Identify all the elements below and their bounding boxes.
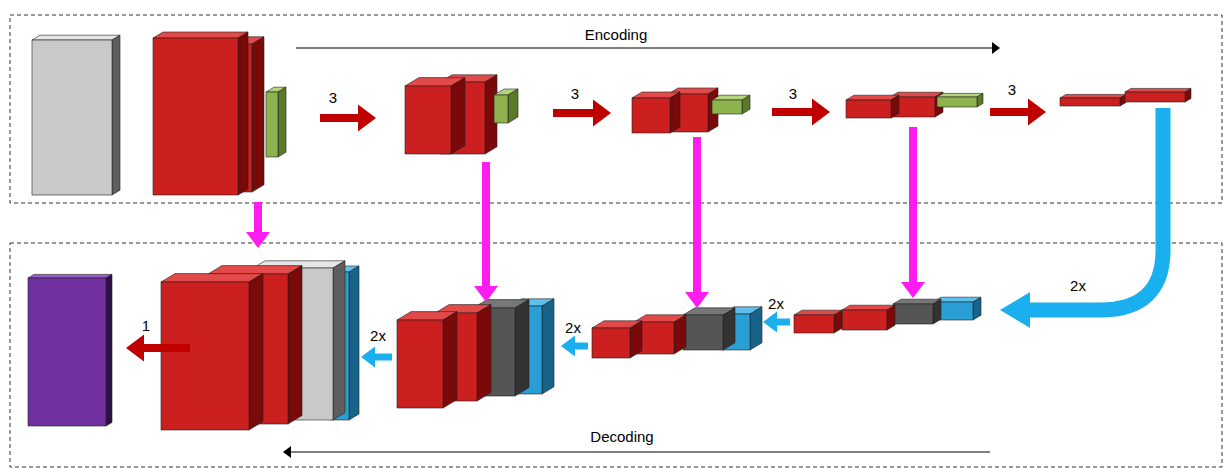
direction-arrow: [283, 446, 990, 458]
upsample-arrow: [561, 336, 588, 357]
section-title: Encoding: [585, 27, 648, 44]
feature-blocks: [28, 32, 1191, 430]
upsample-arrow: [361, 347, 392, 368]
output-arrow: [126, 335, 190, 362]
scale-factor: 2x: [1070, 278, 1086, 295]
decoding-frame: [10, 243, 1222, 467]
section-title: Decoding: [590, 429, 653, 446]
step-count: 3: [329, 90, 337, 107]
feature-map-block: [846, 95, 899, 118]
feature-map-block: [405, 78, 465, 154]
skip-connection: [685, 137, 709, 308]
skip-connection: [901, 127, 925, 298]
encoding-frame: [10, 15, 1222, 203]
feature-map-block: [592, 321, 642, 358]
downsample-arrow: [990, 99, 1046, 126]
downsample-arrow: [553, 100, 611, 127]
feature-map-block: [683, 308, 735, 350]
feature-map-block: [842, 305, 895, 330]
scale-factor: 2x: [565, 320, 581, 337]
step-count: 3: [1008, 82, 1016, 99]
direction-arrow: [296, 42, 1000, 54]
feature-map-block: [32, 35, 120, 195]
feature-map-block: [890, 92, 943, 117]
feature-map-block: [794, 310, 842, 333]
upsample-arrow: [1000, 108, 1163, 328]
step-count: 3: [789, 86, 797, 103]
feature-map-block: [712, 95, 750, 114]
feature-map-block: [668, 88, 718, 132]
feature-map-block: [893, 299, 941, 324]
downsample-arrow: [320, 105, 376, 132]
feature-map-block: [1060, 94, 1126, 106]
feature-map-block: [28, 274, 112, 426]
feature-map-block: [1125, 88, 1191, 102]
feature-map-block: [153, 32, 248, 195]
feature-map-block: [494, 89, 518, 123]
downsample-arrow: [772, 99, 830, 126]
upsample-arrow: [763, 312, 790, 333]
step-count: 1: [142, 318, 150, 335]
skip-connection: [246, 202, 270, 248]
skip-connection: [474, 162, 498, 302]
feature-map-block: [722, 307, 762, 350]
step-count: 3: [571, 86, 579, 103]
feature-map-block: [397, 312, 457, 408]
feature-map-block: [937, 93, 983, 107]
feature-map-block: [632, 92, 680, 133]
feature-map-block: [266, 87, 286, 157]
scale-factor: 2x: [768, 296, 784, 313]
scale-factor: 2x: [370, 328, 386, 345]
